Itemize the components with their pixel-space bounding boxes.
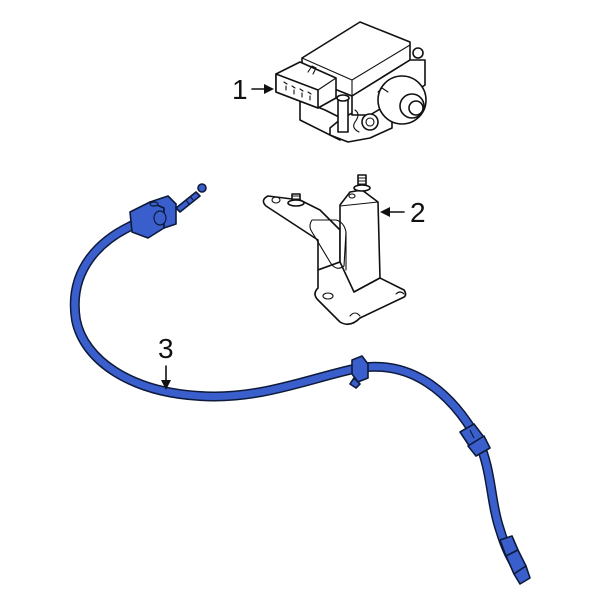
callout-3-arrow-head-icon — [161, 380, 171, 390]
callout-1-arrow-head-icon — [264, 84, 274, 94]
callout-3[interactable]: 3 — [158, 333, 174, 390]
callout-1-number: 1 — [232, 74, 248, 105]
abs-module[interactable] — [275, 21, 427, 143]
mounting-bracket[interactable] — [262, 174, 407, 326]
cable-clip — [349, 355, 369, 389]
cable-sensor-tip — [499, 535, 531, 585]
cable-top-connector — [129, 183, 207, 239]
callout-2[interactable]: 2 — [380, 197, 426, 228]
sensor-cable[interactable] — [69, 183, 531, 585]
callout-3-number: 3 — [158, 333, 174, 364]
callout-2-arrow-head-icon — [380, 207, 390, 217]
cable-grommet — [459, 423, 491, 457]
callout-2-number: 2 — [410, 197, 426, 228]
callout-1[interactable]: 1 — [232, 74, 274, 105]
